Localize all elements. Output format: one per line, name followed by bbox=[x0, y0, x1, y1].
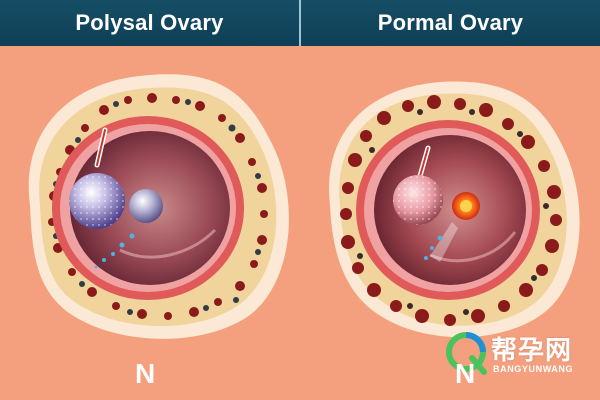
right-panel-title: Pormal Ovary bbox=[301, 0, 600, 46]
left-tube-tip bbox=[96, 129, 106, 166]
right-blue-droplets bbox=[424, 235, 443, 260]
header-divider bbox=[299, 0, 301, 46]
watermark-subtitle: BANGYUNWANG bbox=[493, 364, 574, 374]
watermark: 帮孕网 BANGYUNWANG bbox=[442, 330, 592, 380]
watermark-title: 帮孕网 bbox=[491, 336, 573, 366]
left-bottom-label: N bbox=[135, 358, 156, 389]
left-panel-title: Polysal Ovary bbox=[0, 0, 299, 46]
small-cyst bbox=[129, 189, 163, 223]
pink-egg-texture bbox=[393, 175, 443, 225]
ovary-illustration bbox=[28, 74, 580, 375]
left-follicles-dark bbox=[53, 99, 261, 315]
right-tube-tip bbox=[419, 147, 429, 177]
right-light-beam bbox=[430, 222, 458, 262]
watermark-logo-icon bbox=[446, 332, 487, 375]
left-cavity-highlight bbox=[119, 228, 217, 259]
large-cyst-texture bbox=[69, 173, 125, 229]
polycystic-ovary bbox=[28, 74, 289, 339]
right-follicles-dark bbox=[357, 109, 549, 315]
orange-egg-core bbox=[460, 200, 472, 212]
right-cavity bbox=[374, 135, 526, 285]
normal-ovary bbox=[329, 81, 580, 338]
left-blue-droplets bbox=[94, 233, 135, 269]
right-follicles bbox=[340, 95, 562, 326]
right-cavity-highlight bbox=[429, 231, 517, 263]
header-bar: Polysal Ovary Pormal Ovary bbox=[0, 0, 600, 46]
right-bottom-label: N bbox=[455, 358, 476, 389]
